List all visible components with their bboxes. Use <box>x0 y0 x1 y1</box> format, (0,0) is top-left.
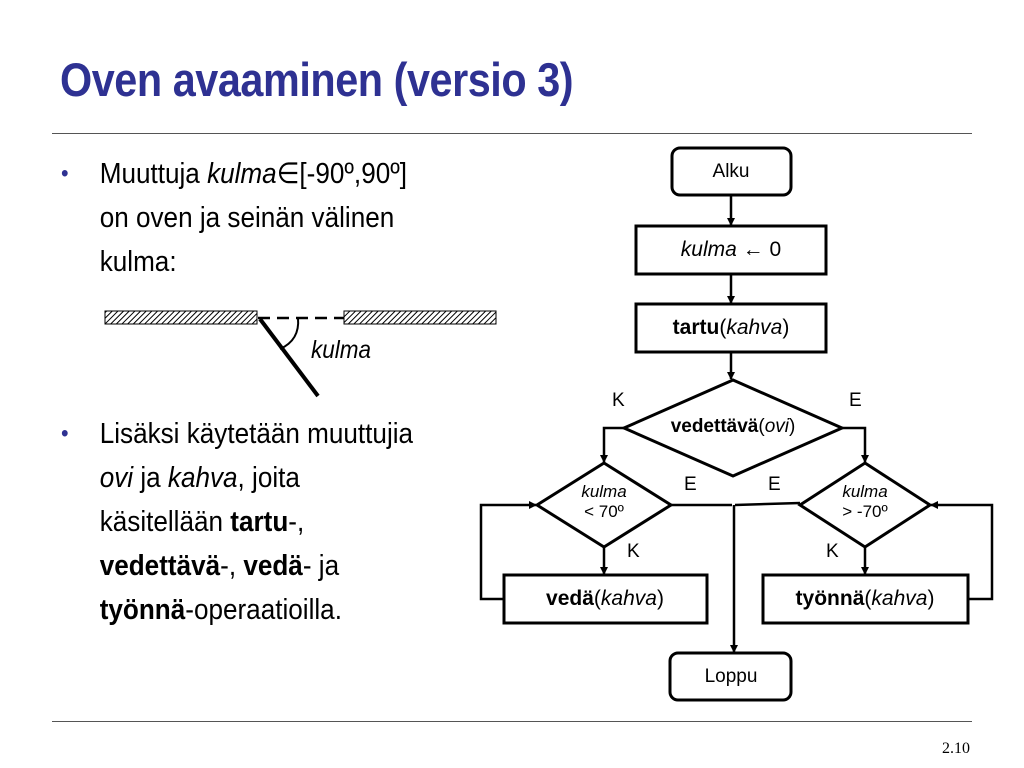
decision-main-label: vedettävä(ovi) <box>671 416 796 438</box>
title-divider <box>52 133 972 134</box>
push-node-label: työnnä(kahva) <box>796 588 935 610</box>
init-var: kulma <box>680 238 737 261</box>
grab-arg: kahva <box>726 316 783 339</box>
page-number: 2.10 <box>942 740 970 757</box>
edge-main-no <box>842 426 869 463</box>
decision-left-label: kulma < 70º <box>581 482 626 522</box>
grab-node <box>634 302 828 354</box>
edge-main-yes <box>600 426 624 463</box>
paren: ) <box>782 316 790 339</box>
var-ovi: ovi <box>99 462 134 494</box>
element-of-symbol: ∈ <box>276 158 300 190</box>
assign-arrow: ← <box>736 238 770 261</box>
bullet-line: Lisäksi käytetään muuttujia <box>99 418 414 450</box>
grab-op: tartu <box>672 316 720 339</box>
paren: ) <box>927 587 935 610</box>
bullet-line: työnnä-operaatioilla. <box>100 588 466 632</box>
paren: ( <box>593 587 601 610</box>
text-run: -, <box>220 550 244 582</box>
edge-push-loop <box>930 501 994 601</box>
push-arg: kahva <box>871 587 928 610</box>
bullet-line: Muuttuja kulma∈[-90º,90º] <box>100 152 466 196</box>
push-node <box>761 573 970 625</box>
pull-node-label: vedä(kahva) <box>546 588 664 610</box>
label-right-yes: K <box>826 541 839 562</box>
label-main-yes: K <box>612 390 625 411</box>
label-left-yes: K <box>627 541 640 562</box>
text-run: [-90º,90º] <box>299 158 408 190</box>
angle-illustration <box>104 310 497 398</box>
bullet-line: käsitellään tartu-, <box>100 500 466 544</box>
angle-arc <box>279 317 300 350</box>
op-vedettava: vedettävä <box>99 550 221 582</box>
init-value: 0 <box>769 238 782 261</box>
edge-right-no <box>734 501 801 507</box>
decision-right-line1: kulma <box>842 482 888 501</box>
decision-main-node <box>620 378 846 478</box>
decision-right-label: kulma > -70º <box>842 482 887 522</box>
edge-pull-loop <box>479 501 537 601</box>
text-run: -operaatioilla. <box>185 594 342 626</box>
label-right-no: E <box>768 474 781 495</box>
bullet-variable-kulma: • Muuttuja kulma∈[-90º,90º] on oven ja s… <box>61 152 466 284</box>
text-run: Muuttuja <box>99 158 208 190</box>
init-node-label: kulma ← 0 <box>681 239 781 261</box>
paren: ( <box>864 587 872 610</box>
label-left-no: E <box>684 474 697 495</box>
end-node <box>668 651 793 702</box>
paren: ( <box>719 316 727 339</box>
paren: ) <box>656 587 664 610</box>
decision-left-line1: kulma <box>581 482 627 501</box>
label-main-no: E <box>849 390 862 411</box>
wall-left <box>104 310 258 325</box>
text-run: -, <box>288 506 305 538</box>
bullet-marker: • <box>61 160 69 187</box>
decision-arg: ovi <box>764 416 789 437</box>
push-op: työnnä <box>795 587 865 610</box>
text-run: käsitellään <box>99 506 231 538</box>
op-tartu: tartu <box>230 506 289 538</box>
door-leaf <box>258 317 320 398</box>
text-run: ja <box>133 462 168 494</box>
footer-divider <box>52 721 972 722</box>
pull-op: vedä <box>546 587 594 610</box>
text-run: , joita <box>237 462 300 494</box>
decision-right-line2: > -70º <box>842 502 888 521</box>
text-run: - ja <box>302 550 340 582</box>
slide-title: Oven avaaminen (versio 3) <box>60 53 574 106</box>
grab-node-label: tartu(kahva) <box>673 317 790 339</box>
angle-label: kulma <box>311 336 372 364</box>
bullet-line: on oven ja seinän välinen <box>99 202 395 234</box>
bullet-line: vedettävä-, vedä- ja <box>100 544 466 588</box>
bullet-line: kulma: <box>99 246 177 278</box>
pull-node <box>502 573 709 625</box>
decision-left-line2: < 70º <box>584 502 624 521</box>
op-veda: vedä <box>243 550 303 582</box>
decision-op: vedettävä <box>670 416 759 437</box>
paren: ( <box>758 416 765 437</box>
paren: ) <box>788 416 796 437</box>
pull-arg: kahva <box>600 587 657 610</box>
start-node-label: Alku <box>712 161 750 182</box>
end-node-label: Loppu <box>704 666 758 687</box>
var-kulma: kulma <box>207 158 277 190</box>
bullet-marker: • <box>61 420 69 447</box>
bullet-line: ovi ja kahva, joita <box>100 456 466 500</box>
var-kahva: kahva <box>167 462 238 494</box>
bullet-operations: • Lisäksi käytetään muuttujia ovi ja kah… <box>61 412 466 632</box>
op-tyonna: työnnä <box>99 594 186 626</box>
